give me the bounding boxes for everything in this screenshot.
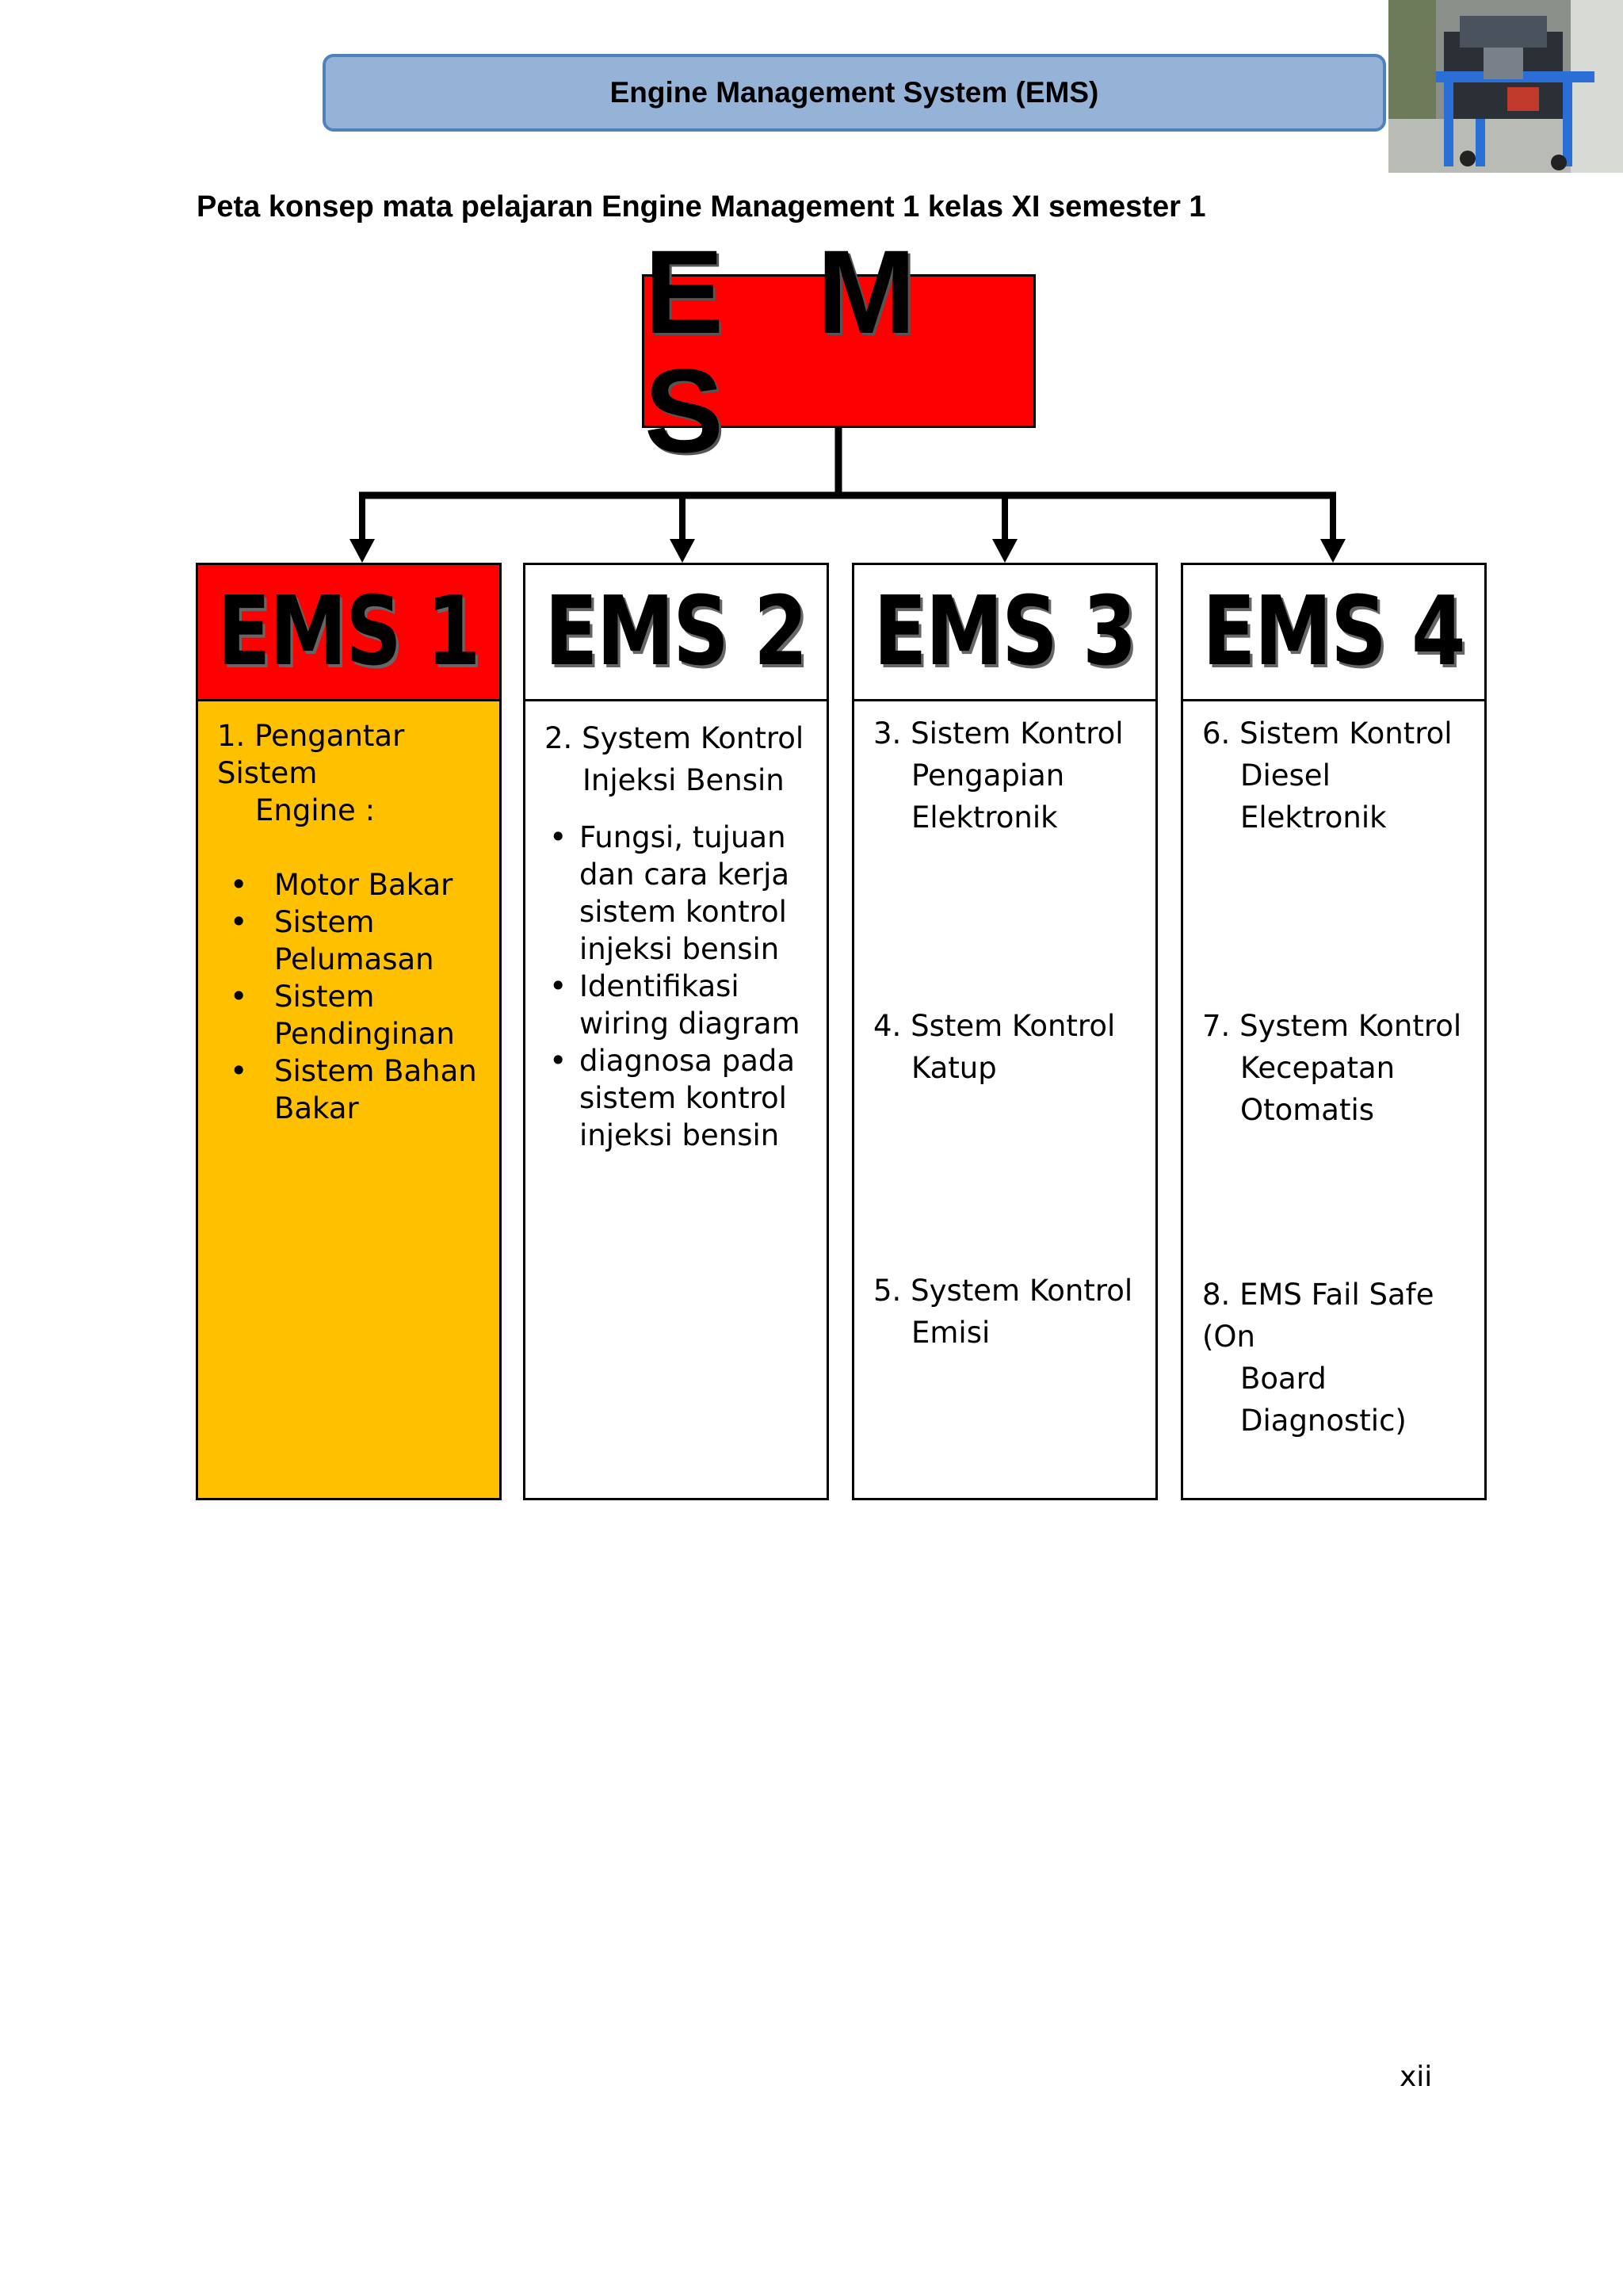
item-title-line: EMS Fail Safe (On xyxy=(1202,1278,1434,1354)
item-title-line: Pengapian xyxy=(911,758,1065,793)
item-title-line: Sistem Kontrol xyxy=(911,716,1124,751)
branch-arrow-ems3 xyxy=(992,495,1018,563)
root-ems-label: E M S xyxy=(644,225,946,477)
ems2-heading-box: EMS 2 xyxy=(525,565,827,701)
branch-arrow-ems2 xyxy=(670,495,695,563)
ems3-heading: EMS 3 xyxy=(873,576,1137,687)
header-title: Engine Management System (EMS) xyxy=(609,76,1099,109)
item-title-line: Elektronik xyxy=(911,800,1058,835)
item-title-line: Pengantar Sistem xyxy=(217,719,405,790)
item-title-line: Sistem Kontrol xyxy=(1239,716,1453,751)
branch-arrow-ems1 xyxy=(349,495,375,563)
root-ems-box: E M S xyxy=(642,232,1036,470)
item-number: 8. xyxy=(1202,1278,1231,1312)
ems1-item-1: 1. Pengantar Sistem Engine : xyxy=(217,717,480,829)
ems3-body: 3. Sistem Kontrol Pengapian Elektronik 4… xyxy=(854,701,1155,1494)
ems3-item-5: 5. System Kontrol Emisi xyxy=(873,1270,1148,1354)
item-number: 5. xyxy=(873,1274,902,1308)
ems2-bullet-list: Fungsi, tujuan dan cara kerja sistem kon… xyxy=(544,819,808,1154)
ems3-item-3: 3. Sistem Kontrol Pengapian Elektronik xyxy=(873,712,1148,839)
ems2-body: 2. System Kontrol Injeksi Bensin Fungsi,… xyxy=(525,701,827,1154)
item-number: 2. xyxy=(544,721,573,755)
ems3-heading-box: EMS 3 xyxy=(854,565,1155,701)
ems2-item-2: 2. System Kontrol Injeksi Bensin xyxy=(544,717,808,801)
item-title-line: System Kontrol xyxy=(1239,1009,1462,1043)
ems4-item-7: 7. System Kontrol Kecepatan Otomatis xyxy=(1202,1005,1476,1131)
ems3-column: EMS 3 3. Sistem Kontrol Pengapian Elektr… xyxy=(852,563,1158,1500)
page-number: xii xyxy=(1400,2061,1433,2093)
item-title-line: Emisi xyxy=(911,1316,991,1350)
item-number: 3. xyxy=(873,716,902,751)
engine-trainer-photo xyxy=(1388,0,1623,173)
ems4-heading-box: EMS 4 xyxy=(1183,565,1484,701)
ems4-item-6: 6. Sistem Kontrol Diesel Elektronik xyxy=(1202,712,1476,839)
list-item: Fungsi, tujuan dan cara kerja sistem kon… xyxy=(544,819,808,968)
ems3-item-4: 4. Sstem Kontrol Katup xyxy=(873,1005,1148,1089)
list-item: Sistem Bahan Bakar xyxy=(217,1052,480,1127)
ems1-heading: EMS 1 xyxy=(217,576,481,687)
list-item: diagnosa pada sistem kontrol injeksi ben… xyxy=(544,1042,808,1154)
item-title-line: Katup xyxy=(911,1051,997,1085)
item-title-line: Sstem Kontrol xyxy=(911,1009,1116,1043)
ems2-heading: EMS 2 xyxy=(544,576,808,687)
item-title-line: System Kontrol xyxy=(582,721,804,755)
list-item: Sistem Pelumasan xyxy=(217,904,480,978)
item-title-line: Otomatis xyxy=(1240,1093,1375,1127)
ems4-column: EMS 4 6. Sistem Kontrol Diesel Elektroni… xyxy=(1181,563,1487,1500)
item-title-line: Board Diagnostic) xyxy=(1240,1362,1407,1438)
ems1-body: 1. Pengantar Sistem Engine : Motor Bakar… xyxy=(198,701,499,1127)
item-title-line: Engine : xyxy=(255,793,376,827)
item-number: 7. xyxy=(1202,1009,1231,1043)
ems1-column: EMS 1 1. Pengantar Sistem Engine : Motor… xyxy=(196,563,502,1500)
ems1-bullet-list: Motor Bakar Sistem Pelumasan Sistem Pend… xyxy=(217,866,480,1127)
ems2-column: EMS 2 2. System Kontrol Injeksi Bensin F… xyxy=(523,563,829,1500)
item-number: 4. xyxy=(873,1009,902,1043)
branch-arrow-ems4 xyxy=(1320,495,1346,563)
item-title-line: Injeksi Bensin xyxy=(582,763,785,797)
list-item: Sistem Pendinginan xyxy=(217,978,480,1052)
list-item: Identifikasi wiring diagram xyxy=(544,968,808,1042)
item-number: 1. xyxy=(217,719,246,753)
item-number: 6. xyxy=(1202,716,1231,751)
ems1-heading-box: EMS 1 xyxy=(198,565,499,701)
item-title-line: System Kontrol xyxy=(911,1274,1133,1308)
list-item: Motor Bakar xyxy=(217,866,480,904)
item-title-line: Kecepatan xyxy=(1240,1051,1396,1085)
ems4-item-8: 8. EMS Fail Safe (On Board Diagnostic) xyxy=(1202,1274,1476,1442)
item-title-line: Diesel Elektronik xyxy=(1240,758,1387,835)
ems4-body: 6. Sistem Kontrol Diesel Elektronik 7. S… xyxy=(1183,701,1484,1494)
page-subtitle: Peta konsep mata pelajaran Engine Manage… xyxy=(197,190,1206,223)
ems4-heading: EMS 4 xyxy=(1202,576,1466,687)
header-banner: Engine Management System (EMS) xyxy=(323,54,1386,132)
